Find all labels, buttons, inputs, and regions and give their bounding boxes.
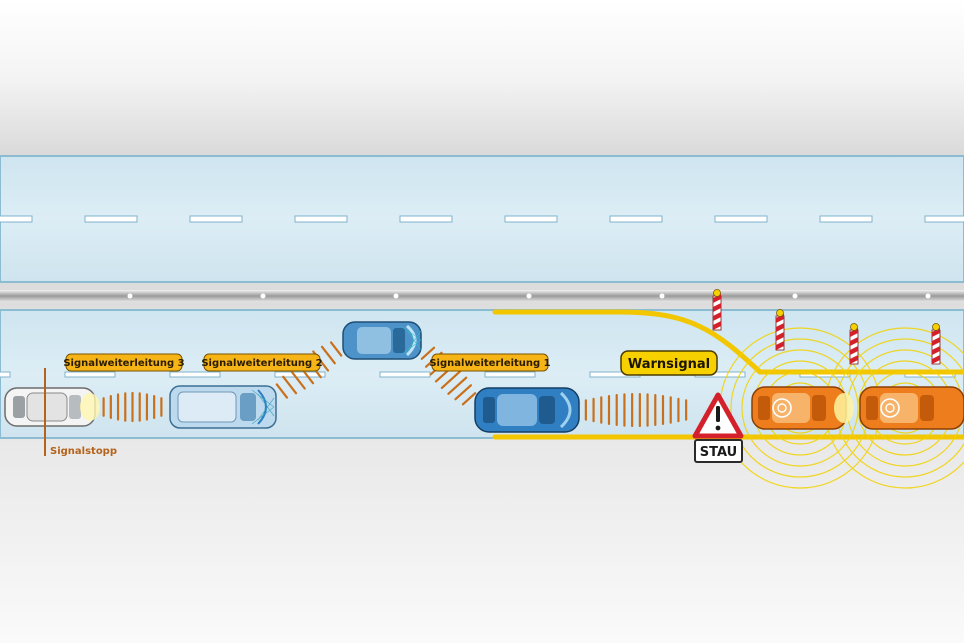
relay-label-2-text: Signalweiterleitung 2 xyxy=(201,358,322,369)
lane-dash xyxy=(84,215,138,223)
signal-wave-segment xyxy=(288,368,306,390)
car-signal-stop xyxy=(4,387,100,427)
traffic-jam-warning-sign: STAU xyxy=(692,392,744,463)
car-jam-2 xyxy=(859,386,964,430)
signal-wave-segment xyxy=(275,383,289,399)
median-guardrail xyxy=(0,290,964,302)
roadside-posts xyxy=(712,289,941,365)
guardrail-post xyxy=(925,293,931,299)
lane-dash xyxy=(714,215,768,223)
cars xyxy=(4,321,964,433)
car-relay-2 xyxy=(342,321,422,360)
guardrail-post xyxy=(526,293,532,299)
lane-dash xyxy=(274,371,326,378)
signal-wave-segment xyxy=(320,345,336,365)
upper-road-surface xyxy=(0,155,964,283)
lane-dash xyxy=(189,215,243,223)
guardrail-bar xyxy=(0,290,964,302)
lane-dash xyxy=(504,215,558,223)
relay-label-3: Signalweiterleitung 3 xyxy=(63,353,185,372)
lane-dash xyxy=(924,215,964,223)
signal-stop-label: Signalstopp xyxy=(50,446,117,457)
lane-dash xyxy=(294,215,348,223)
signal-wave-segment xyxy=(282,375,298,395)
lane-dash xyxy=(609,215,663,223)
lane-dash xyxy=(399,215,453,223)
warning-zone-upper-line xyxy=(492,309,964,375)
lane-dash xyxy=(0,371,11,378)
lane-dash xyxy=(379,371,431,378)
traffic-post-icon xyxy=(849,323,859,365)
guardrail-post xyxy=(792,293,798,299)
lane-dash xyxy=(819,215,873,223)
signal-waves xyxy=(102,341,688,428)
signal-wave-segment xyxy=(440,369,463,389)
signal-waves-to-stop xyxy=(102,391,163,423)
signal-wave-segment xyxy=(461,392,477,406)
lane-dash xyxy=(169,371,221,378)
car-relay-3 xyxy=(169,385,277,429)
guardrail-post xyxy=(393,293,399,299)
lane-dash xyxy=(64,371,116,378)
guardrail-post xyxy=(260,293,266,299)
car-relay-1 xyxy=(474,387,580,433)
warning-signal-label: Warnsignal xyxy=(620,350,718,376)
guardrail-post xyxy=(127,293,133,299)
car-jam-1 xyxy=(751,386,854,430)
lane-dash xyxy=(0,215,33,223)
guardrail-post xyxy=(659,293,665,299)
relay-label-2: Signalweiterleitung 2 xyxy=(201,353,323,372)
signal-wave-segment xyxy=(420,346,436,360)
signal-waves-warning xyxy=(584,392,688,428)
relay-label-1: Signalweiterleitung 1 xyxy=(429,353,551,372)
lane-dash xyxy=(484,371,536,378)
traffic-post-icon xyxy=(931,323,941,365)
stau-sign-board xyxy=(694,439,743,463)
stau-sign-text: STAU xyxy=(700,445,737,460)
signal-wave-segment xyxy=(447,376,468,395)
relay-label-3-text: Signalweiterleitung 3 xyxy=(63,358,184,369)
signal-stop-marker: Signalstopp xyxy=(44,368,117,457)
signal-wave-segment xyxy=(329,341,343,357)
upper-lane-markings xyxy=(0,215,964,223)
traffic-post-icon xyxy=(775,309,785,351)
traffic-post-icon xyxy=(712,289,722,331)
upper-carriageway xyxy=(0,155,964,283)
warning-signal-label-text: Warnsignal xyxy=(628,357,710,372)
signal-wave-segment xyxy=(454,384,473,401)
relay-label-1-text: Signalweiterleitung 1 xyxy=(429,358,550,369)
